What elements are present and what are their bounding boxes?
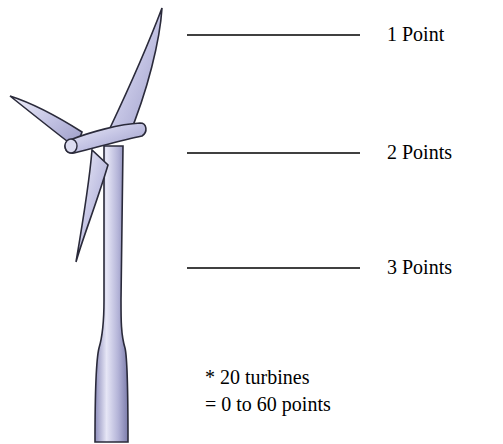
turbine-blade <box>110 8 162 138</box>
note-text: = 0 to 60 points <box>205 393 331 416</box>
level-line <box>187 34 360 36</box>
level-label: 1 Point <box>387 23 444 46</box>
turbine-hub <box>65 139 77 153</box>
level-line <box>187 267 360 269</box>
level-label: 2 Points <box>387 141 452 164</box>
turbine-blade <box>76 150 108 262</box>
turbine-nacelle <box>65 123 146 153</box>
note-text: * 20 turbines <box>205 366 309 389</box>
level-line <box>187 152 360 154</box>
level-label: 3 Points <box>387 256 452 279</box>
